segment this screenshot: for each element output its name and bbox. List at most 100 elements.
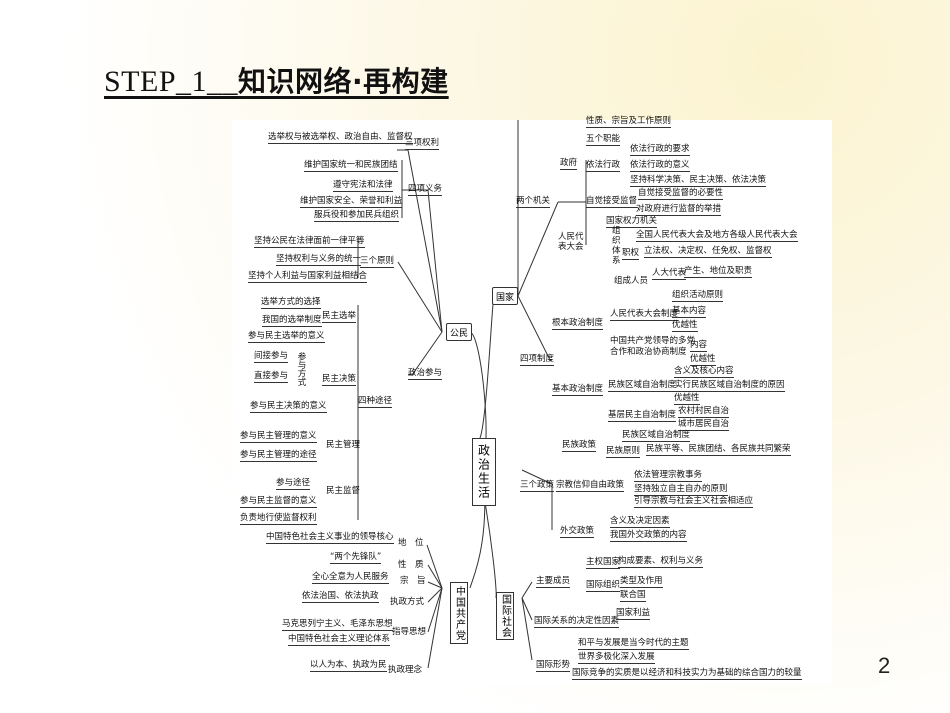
gj-zongjiao: 宗教信仰自由政策 — [556, 480, 625, 492]
gm-sange: 三个原则 — [360, 256, 395, 268]
gm-juece-fangshi: 参与方式 — [296, 352, 306, 386]
gjsh-guanxi: 国际关系的决定性因素 — [534, 616, 620, 628]
gm-guanli-1: 参与民主管理的意义 — [240, 431, 317, 443]
slide-title: STEP_1__知识网络·再构建 — [104, 60, 449, 100]
gm-juece-1: 间接参与 — [254, 351, 289, 363]
gm-yiwu-4: 服兵役和参加民兵组织 — [314, 210, 400, 222]
gj-minzu-quyu: 民族区域自治制度 — [608, 380, 677, 392]
gm-sanxiang-item: 选举权与被选举权、政治自由、监督权 — [268, 132, 413, 144]
gj-liangge: 两个机关 — [516, 196, 551, 208]
gj-yifa-3: 坚持科学决策、民主决策、依法决策 — [630, 175, 767, 187]
gj-sange-zhengce: 三个政策 — [520, 480, 555, 492]
gm-xuanju-1: 选举方式的选择 — [261, 297, 321, 309]
gj-duodang: 中国共产党领导的多党合作和政治协商制度 — [610, 336, 696, 357]
gj-minzu-yuanze: 民族原则 — [606, 446, 641, 458]
gm-yuanze-2: 坚持权利与义务的统一 — [276, 254, 362, 266]
gj-daibiao: 人大代表 — [652, 268, 687, 280]
gj-zucheng: 组成人员 — [614, 276, 649, 286]
gj-genben-1: 组织活动原则 — [672, 290, 724, 302]
gj-zj-1: 依法管理宗教事务 — [634, 470, 703, 482]
gjsh-xs-1: 和平与发展是当今时代的主题 — [578, 638, 689, 650]
gjsh-zhuquan: 主权国家 — [586, 557, 621, 569]
gjsh-guanxi-item: 国家利益 — [616, 608, 651, 620]
gj-wj-2: 我国外交政策的内容 — [610, 530, 687, 542]
gj-jiceng-2: 城市居民自治 — [678, 419, 730, 431]
gcd-xingzhi-item: “两个先锋队” — [330, 552, 382, 564]
gcd-linian: 执政理念 — [388, 665, 423, 675]
gj-renda: 人民代表大会 — [558, 232, 584, 252]
page-number: 2 — [878, 653, 891, 678]
gm-jiandu-2: 参与民主监督的意义 — [240, 496, 317, 508]
gcd-zhidao-1: 马克思列宁主义、毛泽东思想 — [282, 619, 393, 631]
gj-waijiao: 外交政策 — [560, 526, 595, 538]
gj-genben-3: 优越性 — [672, 320, 698, 332]
gm-xuanju-3: 参与民主选举的意义 — [248, 331, 325, 343]
hub-guojia: 国家 — [492, 287, 518, 305]
gm-jiandu-3: 负责地行使监督权利 — [240, 513, 317, 525]
gm-minzhu-juece: 民主决策 — [322, 374, 357, 386]
gm-juece-3: 参与民主决策的意义 — [250, 401, 327, 413]
gj-mzyz-item: 民族平等、民族团结、各民族共同繁荣 — [646, 444, 791, 456]
gm-minzhu-jiandu: 民主监督 — [326, 486, 361, 496]
gj-zhiquan-item: 立法权、决定权、任免权、监督权 — [644, 246, 772, 258]
gj-rmdbdh: 人民代表大会制度 — [610, 309, 679, 321]
center-node: 政治生活 — [472, 438, 496, 506]
gcd-zongzhi-item: 全心全意为人民服务 — [312, 572, 389, 584]
gjsh-zhuquan-item: 构成要素、权利与义务 — [618, 556, 704, 568]
gcd-diwei-item: 中国特色社会主义事业的领导核心 — [266, 532, 394, 544]
gj-jiben: 基本政治制度 — [552, 384, 604, 396]
gcd-xingzhi: 性 质 — [398, 560, 424, 570]
gj-zj-3: 引导宗教与社会主义社会相适应 — [634, 496, 754, 508]
gj-wj-1: 含义及决定因素 — [610, 516, 670, 528]
gj-duodang-1: 内容 — [690, 340, 708, 352]
gjsh-xs-2: 世界多极化深入发展 — [578, 652, 655, 664]
gjsh-zuzhi: 国际组织 — [586, 580, 621, 592]
gm-sanxiang: 三项权利 — [405, 138, 440, 150]
gj-zj-2: 坚持独立自主自办的原则 — [634, 484, 728, 496]
gj-zijue-2: 对政府进行监督的举措 — [636, 204, 722, 216]
gcd-zongzhi: 宗 旨 — [400, 576, 426, 586]
gm-yiwu-2: 遵守宪法和法律 — [333, 180, 393, 192]
gj-duodang-2: 优越性 — [690, 354, 716, 366]
gj-daibiao-item: 产生、地位及职责 — [684, 266, 753, 278]
hub-gongmin: 公民 — [446, 323, 472, 341]
gj-mzzc-item: 民族区域自治制度 — [622, 430, 691, 442]
gj-zijue-1: 自觉接受监督的必要性 — [638, 188, 724, 200]
connector-lines — [357, 120, 587, 669]
mind-map: 政治生活 公民 国家 中国共产党 国际社会 选举权与被选举权、政治自由、监督权 … — [232, 116, 832, 685]
gj-renda-1: 国家权力机关 — [606, 216, 658, 228]
gj-genben-2: 基本内容 — [672, 306, 707, 318]
gm-sizhong: 四种途径 — [358, 396, 393, 408]
gm-juece-2: 直接参与 — [254, 371, 289, 383]
hub-gcd: 中国共产党 — [450, 582, 468, 644]
gj-sixiang-zhidu: 四项制度 — [520, 354, 555, 366]
gj-zf-2: 五个职能 — [586, 134, 621, 146]
gm-yuanze-3: 坚持个人利益与国家利益相结合 — [248, 271, 368, 283]
gj-yifa-2: 依法行政的意义 — [630, 160, 690, 172]
gjsh-xs-3: 国际竞争的实质是以经济和科技实力为基础的综合国力的较量 — [572, 668, 802, 680]
gj-mzqy-3: 优越性 — [674, 393, 700, 405]
gm-yiwu-1: 维护国家统一和民族团结 — [304, 160, 398, 172]
gm-sixiang: 四项义务 — [408, 184, 443, 196]
gj-zuzhi: 组织体系 — [612, 226, 621, 266]
gm-yuanze-1: 坚持公民在法律面前一律平等 — [254, 236, 365, 248]
gm-zhengzhi: 政治参与 — [408, 368, 443, 380]
gj-mzqy-1: 含义及核心内容 — [674, 366, 734, 378]
gj-zf-1: 性质、宗旨及工作原则 — [586, 116, 672, 128]
gm-minzhu-xuanju: 民主选举 — [322, 311, 357, 323]
gcd-zhidao: 指导思想 — [392, 627, 427, 637]
gjsh-zuzhi-2: 联合国 — [620, 590, 646, 602]
gcd-linian-item: 以人为本、执政为民 — [310, 660, 387, 672]
gjsh-xingshi: 国际形势 — [536, 660, 571, 672]
gcd-zhizheng: 执政方式 — [390, 597, 425, 607]
gj-zhengfu: 政府 — [560, 158, 578, 170]
gj-genben: 根本政治制度 — [552, 318, 604, 330]
gcd-zhizheng-item: 依法治国、依法执政 — [302, 591, 379, 603]
gm-yiwu-3: 维护国家安全、荣誉和利益 — [300, 196, 403, 208]
gm-guanli-2: 参与民主管理的途径 — [240, 450, 317, 462]
gj-minzu-zhengce: 民族政策 — [562, 440, 597, 452]
gj-yifa: 依法行政 — [586, 160, 621, 172]
gm-jiandu-1: 参与途径 — [276, 478, 311, 490]
gj-zhiquan: 职权 — [622, 248, 640, 260]
hub-guoji: 国际社会 — [496, 592, 514, 640]
